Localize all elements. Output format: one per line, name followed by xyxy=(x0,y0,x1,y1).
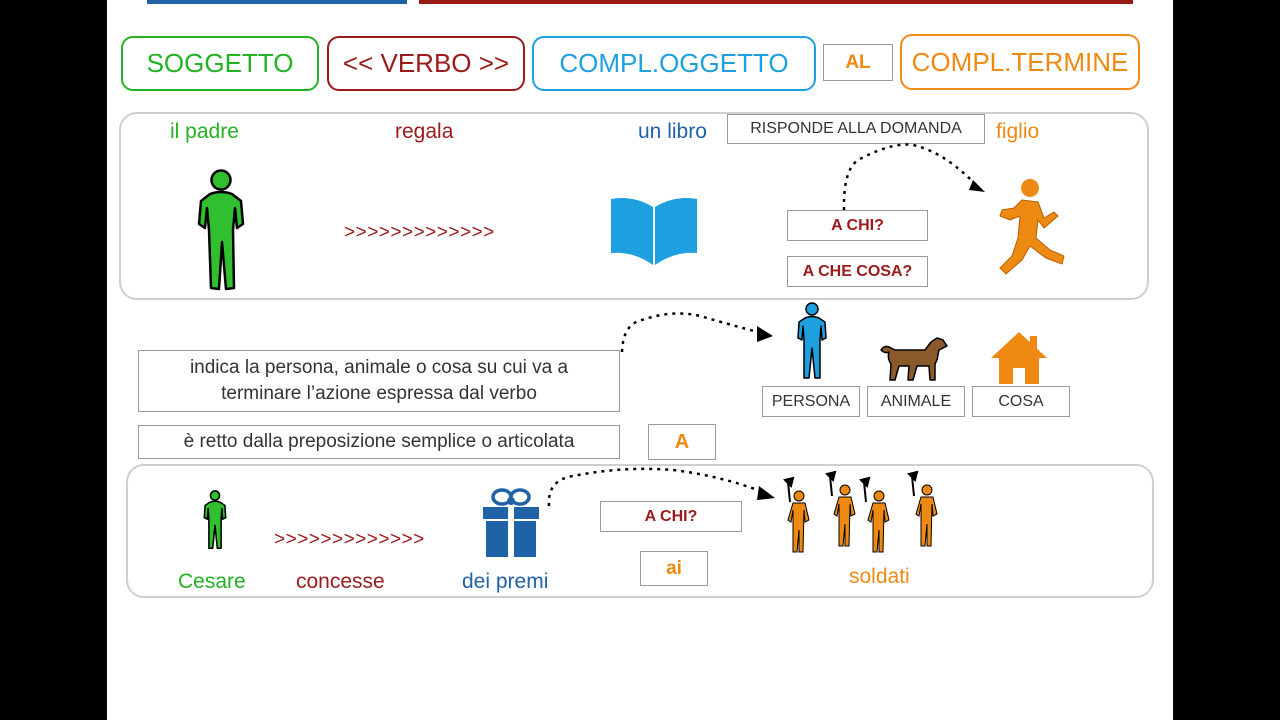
soldiers-icon xyxy=(771,476,951,554)
verbo-label: << VERBO >> xyxy=(327,36,525,91)
top-bar-red xyxy=(419,0,1133,4)
question-a-chi-1: A CHI? xyxy=(787,210,928,241)
dotted-arrow-2 xyxy=(617,310,777,360)
father-person-icon xyxy=(193,168,249,292)
definition-text-1: indica la persona, animale o cosa su cui… xyxy=(155,355,603,407)
example1-term: figlio xyxy=(996,120,1039,144)
example2-verb: concesse xyxy=(296,570,385,594)
book-icon xyxy=(609,193,699,267)
dotted-arrow-1 xyxy=(837,140,997,212)
example2-subject: Cesare xyxy=(178,570,246,594)
house-icon xyxy=(989,330,1049,386)
top-bar-blue xyxy=(147,0,407,4)
running-boy-icon xyxy=(992,176,1068,276)
example2-term: soldati xyxy=(849,565,910,589)
persona-icon xyxy=(795,302,829,380)
definition-box-1: indica la persona, animale o cosa su cui… xyxy=(138,350,620,412)
cesare-person-icon xyxy=(202,488,228,552)
compl-oggetto-label: COMPL.OGGETTO xyxy=(532,36,816,91)
preposition-ai: ai xyxy=(640,551,708,586)
slide: SOGGETTO << VERBO >> COMPL.OGGETTO AL CO… xyxy=(107,0,1173,720)
example2-arrows: >>>>>>>>>>>>> xyxy=(274,529,425,551)
dog-icon xyxy=(877,334,949,382)
example1-arrows: >>>>>>>>>>>>> xyxy=(344,222,495,244)
question-a-chi-2: A CHI? xyxy=(600,501,742,532)
definition-box-2: è retto dalla preposizione semplice o ar… xyxy=(138,425,620,459)
example1-object: un libro xyxy=(638,120,707,144)
gift-icon xyxy=(480,487,542,557)
soggetto-label: SOGGETTO xyxy=(121,36,319,91)
example1-subject: il padre xyxy=(170,120,239,144)
category-cosa: COSA xyxy=(972,386,1070,417)
compl-termine-label: COMPL.TERMINE xyxy=(900,34,1140,90)
al-label: AL xyxy=(823,44,893,81)
example1-verb: regala xyxy=(395,120,453,144)
question-a-che-cosa: A CHE COSA? xyxy=(787,256,928,287)
category-persona: PERSONA xyxy=(762,386,860,417)
category-animale: ANIMALE xyxy=(867,386,965,417)
example2-object: dei premi xyxy=(462,570,548,594)
preposition-a: A xyxy=(648,424,716,460)
